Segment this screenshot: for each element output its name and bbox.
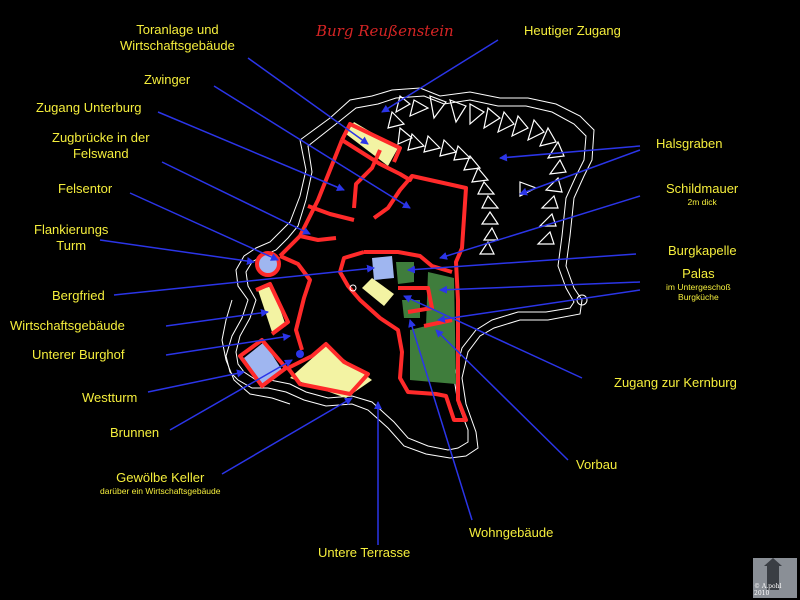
- label-zugbruecke: Zugbrücke in der Felswand: [52, 130, 150, 162]
- label-zwinger: Zwinger: [144, 72, 191, 87]
- westturm: [244, 342, 282, 384]
- pointer-lines: [99, 39, 641, 545]
- bergfried: [372, 256, 394, 280]
- flankierungsturm: [255, 251, 281, 277]
- halsgraben-ditch: [387, 94, 567, 255]
- well-marker: [349, 284, 357, 292]
- vorbau: [402, 300, 420, 318]
- diagram-title: Burg Reußenstein: [316, 22, 454, 40]
- wirtschaftsgebaeude: [258, 286, 286, 332]
- label-heutiger-zugang: Heutiger Zugang: [524, 23, 621, 38]
- label-palas-main: Palas: [682, 266, 715, 281]
- label-bergfried: Bergfried: [52, 288, 105, 303]
- tower-roof-shape: [764, 558, 782, 566]
- wohngebaeude-small: [362, 278, 394, 306]
- label-felsentor: Felsentor: [58, 181, 113, 196]
- label-keller-main: Gewölbe Keller: [116, 470, 205, 485]
- label-toranlage-line2: Wirtschaftsgebäude: [120, 38, 235, 53]
- label-gewoelbe-keller: Gewölbe Keller darüber ein Wirtschaftsge…: [100, 470, 221, 496]
- label-brunnen: Brunnen: [110, 425, 160, 440]
- label-zugang-unterburg: Zugang Unterburg: [36, 100, 142, 115]
- label-palas-sub2: Burgküche: [678, 292, 719, 302]
- copyright-thumbnail: © A.pohl 2010: [753, 558, 797, 598]
- toranlage-building: [346, 122, 398, 166]
- label-wirtschaftsgebaeude: Wirtschaftsgebäude: [10, 318, 125, 333]
- label-toranlage: Toranlage und Wirtschaftsgebäude: [120, 22, 235, 54]
- label-untere-terrasse: Untere Terrasse: [318, 545, 411, 560]
- label-palas: Palas im Untergeschoß Burgküche: [666, 266, 731, 302]
- label-westturm: Westturm: [82, 390, 138, 405]
- label-palas-sub1: im Untergeschoß: [666, 282, 731, 292]
- label-keller-sub: darüber ein Wirtschaftsgebäude: [100, 486, 221, 496]
- label-flankierung-line2: Turm: [56, 238, 87, 253]
- burgkapelle: [396, 262, 414, 284]
- label-burgkapelle: Burgkapelle: [668, 243, 737, 258]
- label-unterer-burghof: Unterer Burghof: [32, 347, 125, 362]
- rock-outline: [221, 87, 595, 459]
- label-zugang-kernburg: Zugang zur Kernburg: [614, 375, 737, 390]
- label-schildmauer-main: Schildmauer: [666, 181, 739, 196]
- copyright-text: © A.pohl 2010: [754, 583, 782, 597]
- label-schildmauer-sub: 2m dick: [687, 197, 717, 207]
- label-vorbau: Vorbau: [576, 457, 618, 472]
- label-flankierung-line1: Flankierungs: [34, 222, 109, 237]
- label-zugbruecke-line1: Zugbrücke in der: [52, 130, 150, 145]
- label-wohngebaeude: Wohngebäude: [469, 525, 554, 540]
- label-zugbruecke-line2: Felswand: [72, 146, 129, 161]
- label-flankierungsturm: Flankierungs Turm: [34, 222, 108, 254]
- brunnen-well: [296, 350, 304, 358]
- label-toranlage-line1: Toranlage und: [136, 22, 219, 37]
- label-schildmauer: Schildmauer 2m dick: [666, 181, 738, 207]
- tower-shape: [767, 564, 779, 590]
- label-halsgraben: Halsgraben: [656, 136, 723, 151]
